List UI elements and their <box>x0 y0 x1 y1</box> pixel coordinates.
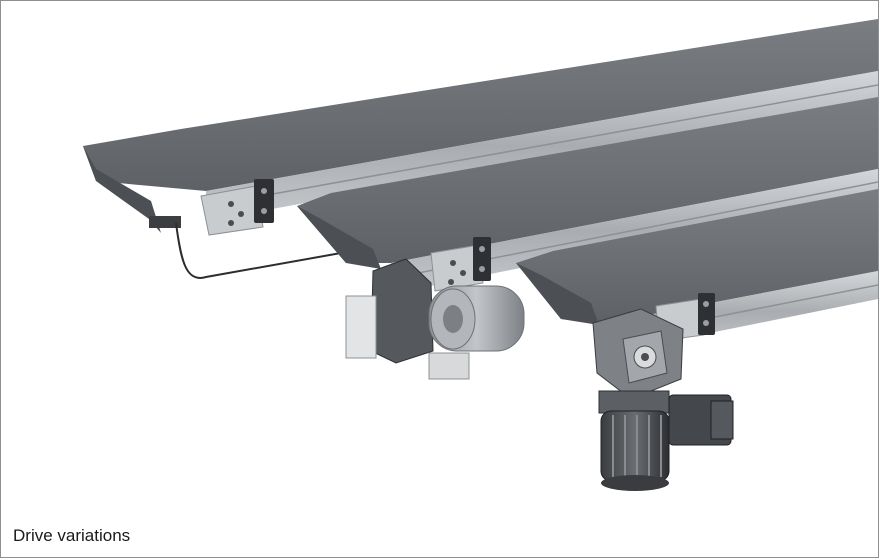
conveyor-3-end-roll <box>516 263 599 325</box>
conveyor-2-junction-box <box>345 295 377 359</box>
conveyor-1-bracket <box>254 179 274 223</box>
conveyor-2-rail <box>391 169 878 293</box>
conveyor-2-end-roll <box>297 206 381 269</box>
conveyor-2-belt <box>297 97 878 263</box>
conveyor-1-end-roll <box>83 146 161 233</box>
conveyor-1-head-block <box>200 185 264 236</box>
conveyor-2-head-block <box>430 244 484 292</box>
conveyor-1-belt <box>83 19 878 191</box>
conveyor-3 <box>516 189 878 491</box>
conveyor-3-motor <box>598 390 734 491</box>
conveyor-3-bracket <box>698 293 715 335</box>
conveyor-1-cable <box>175 222 342 279</box>
conveyor-2-motor <box>428 285 525 380</box>
conveyor-3-belt <box>516 189 878 323</box>
conveyor-3-bevel-gearbox <box>592 308 684 400</box>
conveyor-2 <box>297 97 878 380</box>
figure-caption: Drive variations <box>13 526 131 545</box>
conveyor-1 <box>83 19 878 279</box>
conveyor-illustration <box>83 19 878 491</box>
conveyor-2-bracket <box>473 237 491 281</box>
